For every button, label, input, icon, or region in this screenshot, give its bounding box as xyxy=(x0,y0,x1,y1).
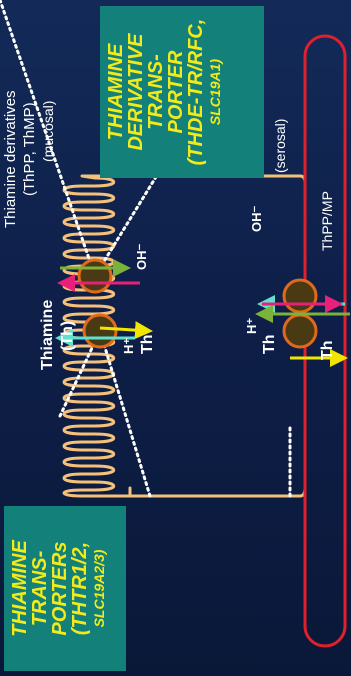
box-right-line2: DERIVATIVE xyxy=(126,6,146,178)
th-basolateral-label: Th xyxy=(262,334,278,354)
box-right-line3: TRANS- xyxy=(146,6,166,178)
oh-basolateral-label: OH⁻ xyxy=(250,206,263,232)
box-right-line5: (THDE-TR/RFC, xyxy=(186,6,206,178)
transporter-apical-derivative xyxy=(79,260,111,292)
box-left-line4: (THTR1/2, xyxy=(70,506,90,671)
mucosal-label: (mucosal) xyxy=(41,101,55,162)
thiamine-transporters-box: THIAMINE TRANS- PORTERs (THTR1/2, SLC19A… xyxy=(4,506,126,671)
oh-apical-label: OH⁻ xyxy=(135,244,148,270)
box-left-line3: PORTERs xyxy=(50,506,70,671)
transporter-basolateral-thiamine xyxy=(284,315,316,347)
box-right-line4: PORTER xyxy=(166,6,186,178)
thiamine-derivative-transporter-box: THIAMINE DERIVATIVE TRANS- PORTER (THDE-… xyxy=(100,6,264,178)
serosal-label: (serosal) xyxy=(273,119,287,173)
th-blood-label: Th xyxy=(320,340,336,360)
th-apical-label: Th xyxy=(140,334,156,354)
thiamine-label: Thiamine xyxy=(40,300,56,370)
box-right-line6: SLC19A1) xyxy=(208,6,222,178)
box-left-line2: TRANS- xyxy=(30,506,50,671)
derivatives-label: Thiamine derivatives xyxy=(3,90,18,228)
transporter-apical-thiamine xyxy=(84,315,116,347)
thpp-mp-blood-label: ThPP/MP xyxy=(320,191,334,251)
h-basolateral-label: H⁺ xyxy=(245,318,258,334)
box-left-line5: SLC19A2/3) xyxy=(92,506,106,671)
thiamine-abbr-label: (Th) xyxy=(60,321,76,351)
h-apical-label: H⁺ xyxy=(122,338,135,354)
box-left-line1: THIAMINE xyxy=(10,506,30,671)
box-right-line1: THIAMINE xyxy=(106,6,126,178)
derivatives-abbr-label: (ThPP, ThMP) xyxy=(22,102,37,196)
transporter-basolateral-derivative xyxy=(284,280,316,312)
